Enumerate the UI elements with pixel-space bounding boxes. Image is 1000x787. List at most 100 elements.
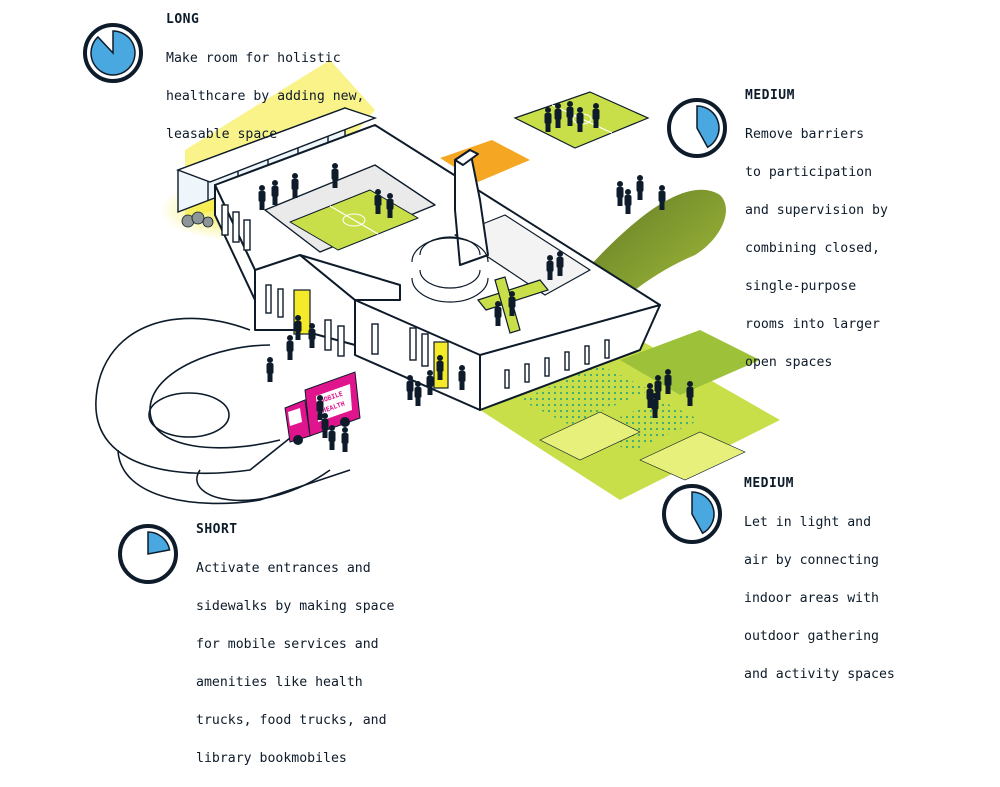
person-legs [637, 192, 643, 200]
person-legs [577, 124, 583, 132]
person-legs [593, 120, 599, 128]
callout-medium-top-term: MEDIUM [745, 88, 795, 103]
person-body [321, 419, 329, 430]
person-head [329, 425, 335, 431]
callout-line: and activity spaces [744, 667, 895, 682]
rocks [181, 211, 214, 228]
person-body [508, 297, 516, 308]
clock-icon-medium-top [667, 98, 727, 158]
callout-line: air by connecting [744, 553, 879, 568]
person-legs [647, 400, 653, 408]
person-body [436, 361, 444, 372]
person-legs [292, 190, 298, 198]
person-body [331, 169, 339, 180]
person-legs [342, 444, 348, 452]
person-body [271, 186, 279, 197]
person-head [647, 383, 653, 389]
callout-line: outdoor gathering [744, 629, 879, 644]
person-head [272, 180, 278, 186]
person-legs [625, 206, 631, 214]
person-legs [555, 120, 561, 128]
clock-icon-medium-bottom [662, 484, 722, 544]
person-legs [427, 387, 433, 395]
callout-line: library bookmobiles [196, 751, 347, 766]
callout-short: SHORT Activate entrances and sidewalks b… [196, 522, 456, 787]
person-head [625, 189, 631, 195]
person-body [636, 181, 644, 192]
person-body [258, 191, 266, 202]
callout-short-term: SHORT [196, 522, 238, 537]
callout-line: Remove barriers [745, 127, 865, 142]
callout-long-description: Make room for holistic healthcare by add… [166, 30, 426, 163]
callout-line: amenities like health [196, 675, 363, 690]
person-head [415, 381, 421, 387]
building-windows [221, 204, 610, 389]
person-head [309, 323, 315, 329]
person-head [652, 393, 658, 399]
callout-line: for mobile services and [196, 637, 379, 652]
person-head [387, 193, 393, 199]
person-body [426, 376, 434, 387]
person-head [459, 365, 465, 371]
callout-line: Activate entrances and [196, 561, 371, 576]
person-body [664, 375, 672, 386]
person-body [556, 257, 564, 268]
callout-long-term: LONG [166, 12, 200, 27]
callout-line: open spaces [745, 355, 833, 370]
person-head [659, 185, 665, 191]
callout-line: single-purpose [745, 279, 857, 294]
person-head [332, 163, 338, 169]
callout-long: LONG Make room for holistic healthcare b… [166, 12, 426, 163]
person-head [495, 301, 501, 307]
person-legs [617, 198, 623, 206]
person-head [687, 381, 693, 387]
person-head [267, 357, 273, 363]
person-body [576, 113, 584, 124]
walkway-paths [95, 317, 351, 505]
person-head [407, 375, 413, 381]
person-legs [652, 410, 658, 418]
person-body [616, 187, 624, 198]
person-body [291, 179, 299, 190]
callout-line: indoor areas with [744, 591, 879, 606]
person-legs [317, 412, 323, 420]
clock-icon-long [83, 23, 143, 83]
person-head [292, 173, 298, 179]
person-head [427, 370, 433, 376]
callout-line: Make room for holistic [166, 51, 341, 66]
person-legs [295, 332, 301, 340]
clock-fill-wedge [147, 531, 171, 555]
callout-line: rooms into larger [745, 317, 880, 332]
person-head [547, 255, 553, 261]
person-legs [437, 372, 443, 380]
callout-line: leasable space [166, 127, 278, 142]
person-head [555, 103, 561, 109]
person-body [592, 109, 600, 120]
person-legs [659, 202, 665, 210]
person-head [317, 395, 323, 401]
person-legs [407, 392, 413, 400]
person-body [494, 307, 502, 318]
person-legs [415, 398, 421, 406]
person-legs [665, 386, 671, 394]
clock-fill-wedge [691, 491, 715, 535]
person-body [651, 399, 659, 410]
person-head [545, 107, 551, 113]
person-legs [567, 118, 573, 126]
person-body [308, 329, 316, 340]
person-head [287, 335, 293, 341]
person-body [546, 261, 554, 272]
person-head [577, 107, 583, 113]
person-legs [259, 202, 265, 210]
person-head [342, 427, 348, 433]
person-head [509, 291, 515, 297]
person-body [458, 371, 466, 382]
person-legs [375, 206, 381, 214]
clock-icon-short [118, 524, 178, 584]
person-legs [272, 197, 278, 205]
person-head [557, 251, 563, 257]
person-body [658, 191, 666, 202]
person-legs [459, 382, 465, 390]
person-head [655, 375, 661, 381]
person-body [624, 195, 632, 206]
